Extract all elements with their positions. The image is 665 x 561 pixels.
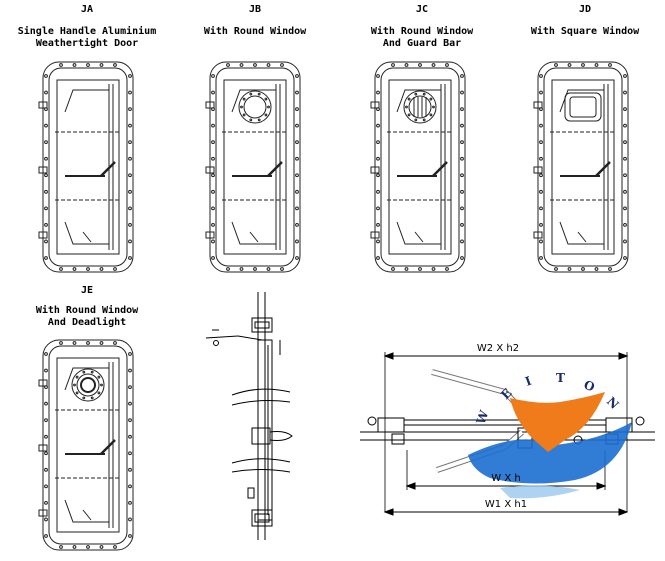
watermark-letter: N [604,394,622,412]
dimension-bottom: W1 X h1 [485,499,527,510]
door-jd [533,61,629,273]
door-code-jd: JD [578,4,592,15]
door-code-je: JE [80,285,94,296]
door-code-jb: JB [248,4,262,15]
door-caption-ja: Single Handle Aluminium Weathertight Doo… [17,26,157,49]
doors-layer [38,61,629,551]
door-jb [205,61,301,273]
door-je [38,339,134,551]
door-caption-jd: With Square Window [530,26,640,37]
wave-orange [510,392,605,452]
door-code-ja: JA [80,4,94,15]
door-caption-jb: With Round Window [203,26,307,37]
door-caption-je: With Round Window And Deadlight [35,305,139,328]
dimension-top: W2 X h2 [477,343,519,354]
watermark-letter: T [556,371,565,385]
watermark-letter: O [582,378,597,395]
door-jc [370,61,466,273]
door-ja [38,61,134,273]
side-section-view [205,292,293,540]
wave-light-blue [500,485,580,499]
watermark-letter: W [473,408,491,427]
door-caption-jc: With Round Window And Guard Bar [370,26,474,49]
wave-blue [468,422,632,484]
door-code-jc: JC [415,4,429,15]
watermark-letter: I [523,374,533,389]
dimension-middle: W X h [491,473,520,484]
